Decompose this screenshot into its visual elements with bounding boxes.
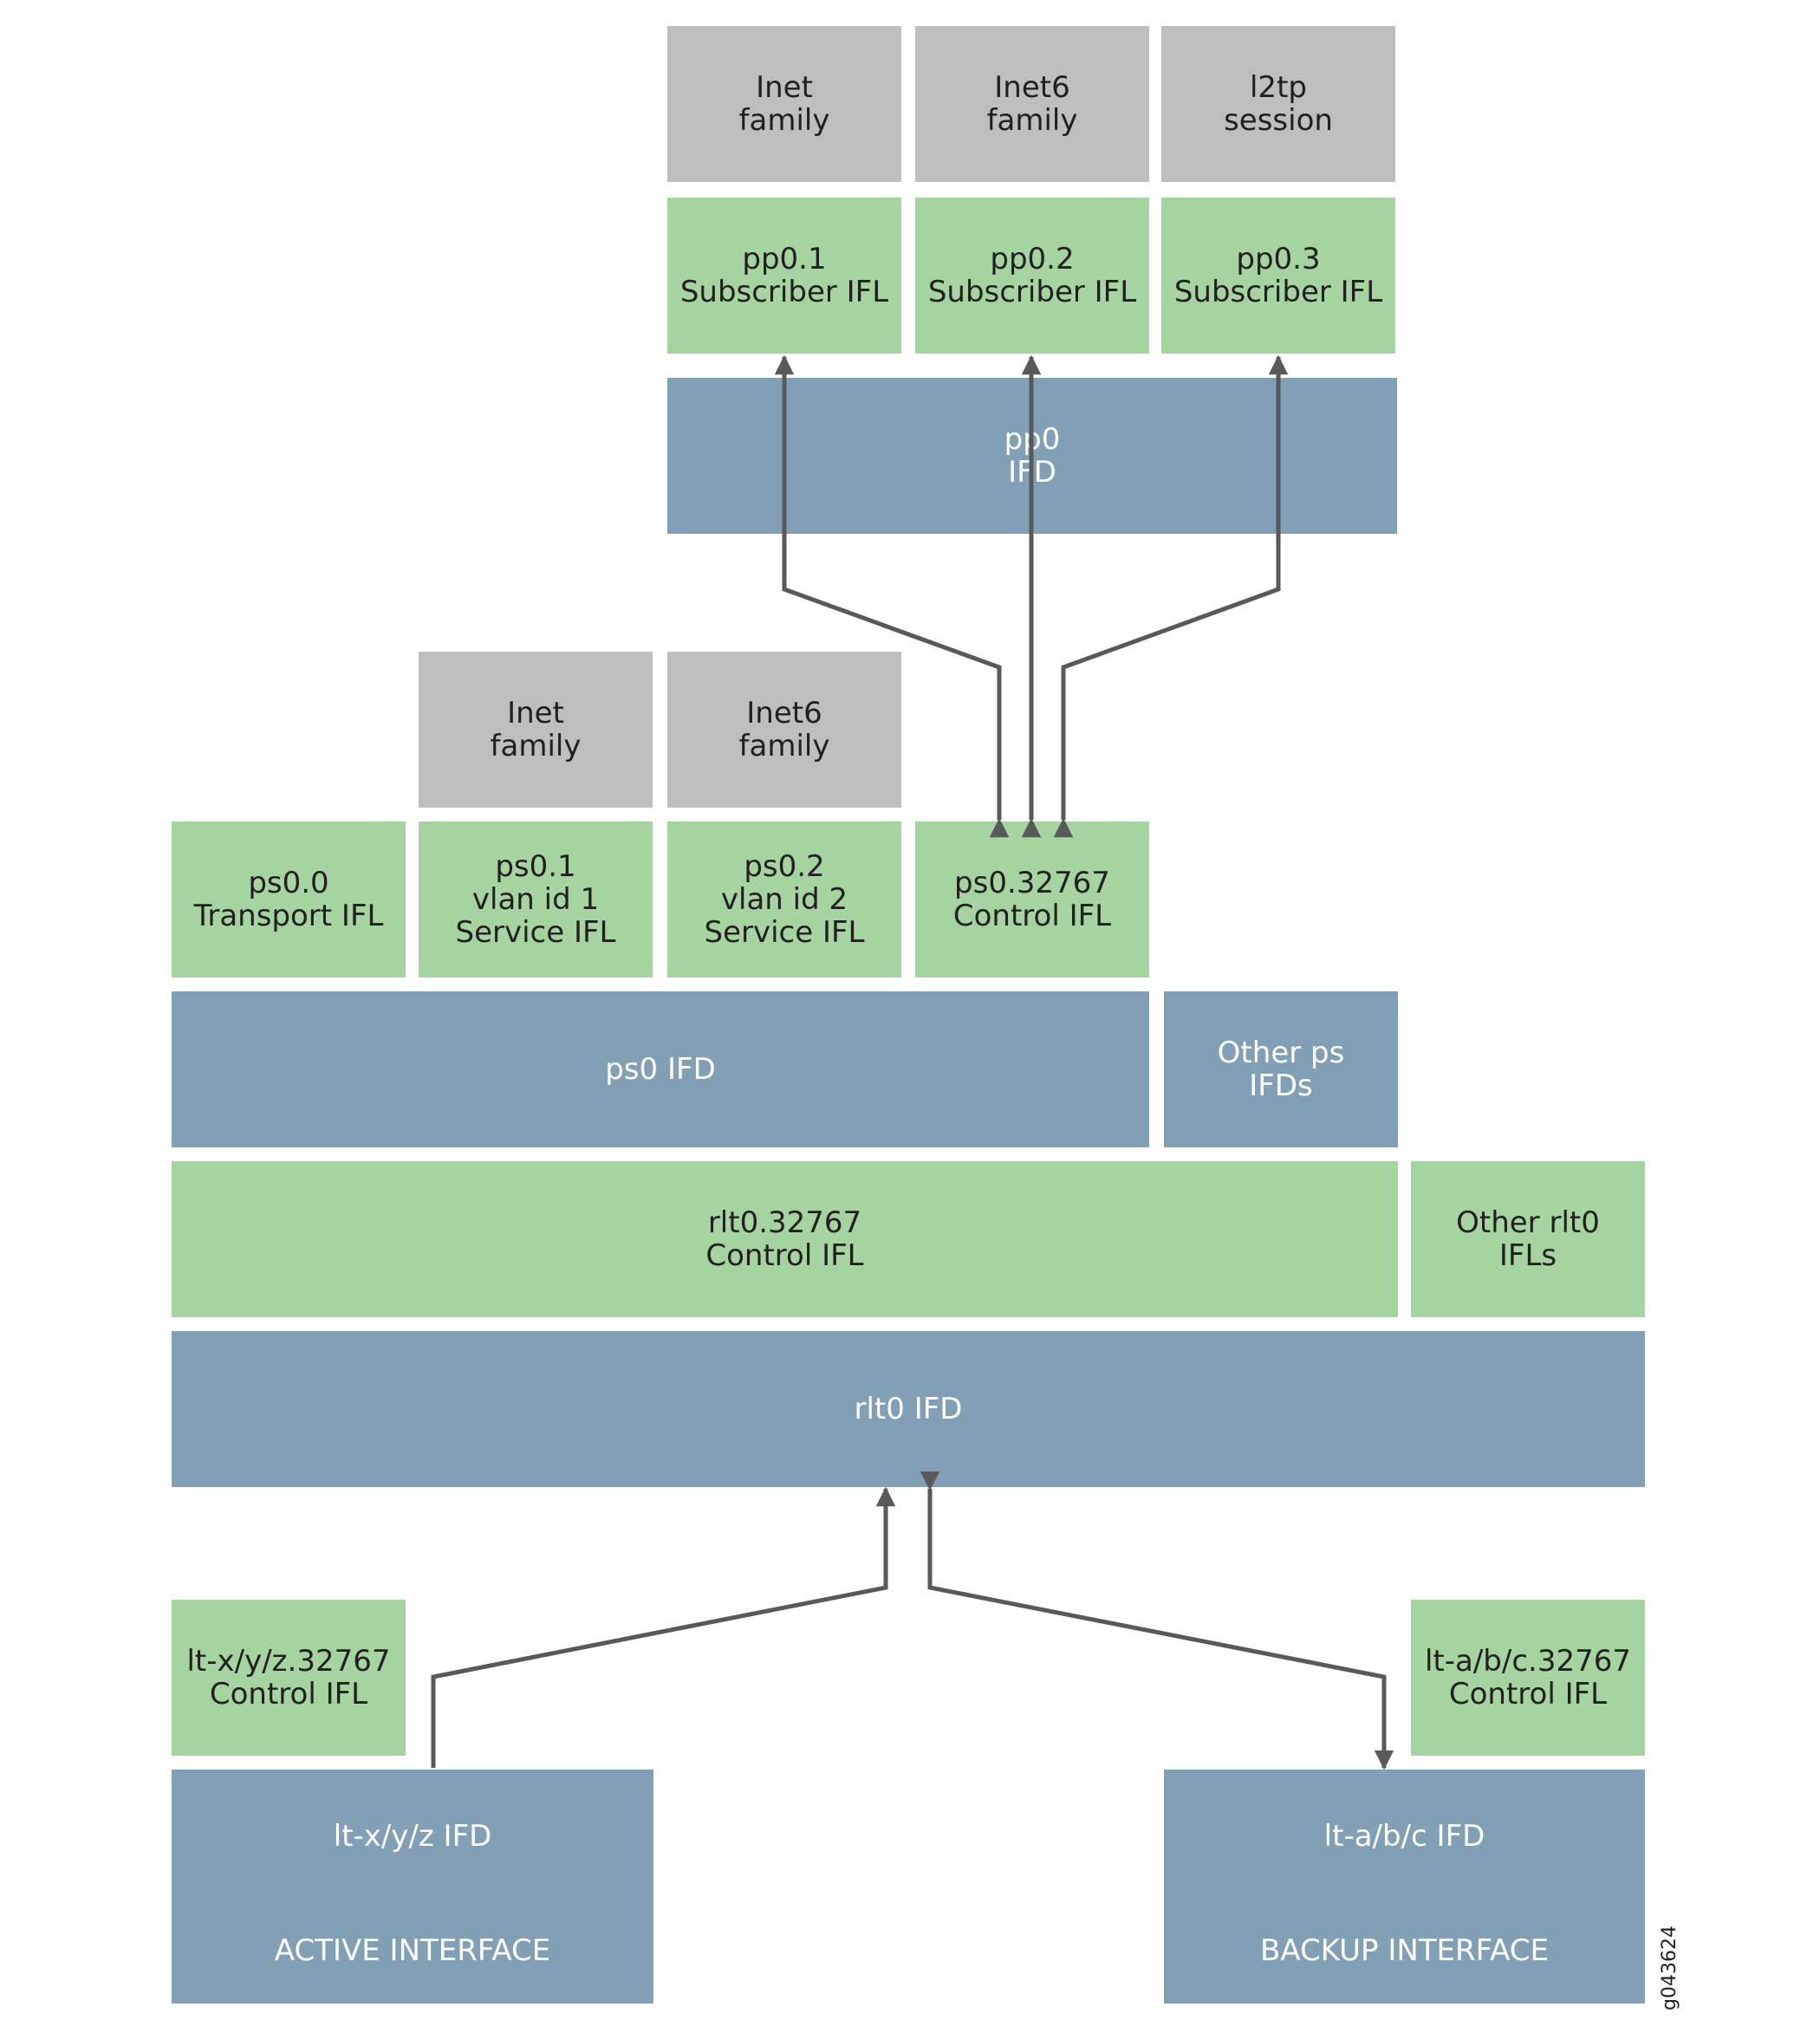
- ps0-1-service-ifl: ps0.1 vlan id 1 Service IFL: [419, 822, 653, 978]
- pp0-1-subscriber-ifl: pp0.1 Subscriber IFL: [667, 198, 901, 354]
- arrow-rlt0-to-backup-lt: [920, 1471, 1394, 1770]
- ps0-0-transport-ifl: ps0.0 Transport IFL: [172, 822, 406, 978]
- ps0-2-service-ifl: ps0.2 vlan id 2 Service IFL: [667, 822, 901, 978]
- rlt0-ifd-box: rlt0 IFD: [172, 1331, 1645, 1487]
- lt-active-control-ifl: lt-x/y/z.32767 Control IFL: [172, 1600, 406, 1756]
- l2tp-session-box: l2tp session: [1161, 26, 1395, 182]
- ps0-32767-control-ifl: ps0.32767 Control IFL: [915, 822, 1149, 978]
- active-interface-ifd: lt-x/y/z IFD ACTIVE INTERFACE: [172, 1770, 653, 2004]
- backup-ifd-name: lt-a/b/c IFD: [1323, 1819, 1485, 1854]
- arrow-ps0-32767-to-pp0-3: [1053, 354, 1289, 838]
- other-rlt0-ifls-box: Other rlt0 IFLs: [1411, 1161, 1645, 1317]
- backup-interface-ifd: lt-a/b/c IFD BACKUP INTERFACE: [1164, 1770, 1645, 2004]
- ps0-ifd-box: ps0 IFD: [172, 991, 1149, 1147]
- backup-interface-label: BACKUP INTERFACE: [1260, 1933, 1549, 1968]
- pp0-3-subscriber-ifl: pp0.3 Subscriber IFL: [1161, 198, 1395, 354]
- service-inet-family-box: Inet family: [419, 652, 653, 808]
- active-interface-label: ACTIVE INTERFACE: [274, 1933, 551, 1968]
- figure-id-label: g043624: [1659, 1926, 1680, 2010]
- pp0-2-subscriber-ifl: pp0.2 Subscriber IFL: [915, 198, 1149, 354]
- rlt0-32767-control-ifl: rlt0.32767 Control IFL: [172, 1161, 1398, 1317]
- arrow-active-lt-to-rlt0: [431, 1486, 896, 1768]
- lt-backup-control-ifl: lt-a/b/c.32767 Control IFL: [1411, 1600, 1645, 1756]
- inet-family-box: Inet family: [667, 26, 901, 182]
- inet6-family-box: Inet6 family: [915, 26, 1149, 182]
- other-ps-ifds-box: Other ps IFDs: [1164, 991, 1398, 1147]
- arrow-ps0-32767-to-pp0-1: [774, 354, 1010, 838]
- active-ifd-name: lt-x/y/z IFD: [333, 1819, 492, 1854]
